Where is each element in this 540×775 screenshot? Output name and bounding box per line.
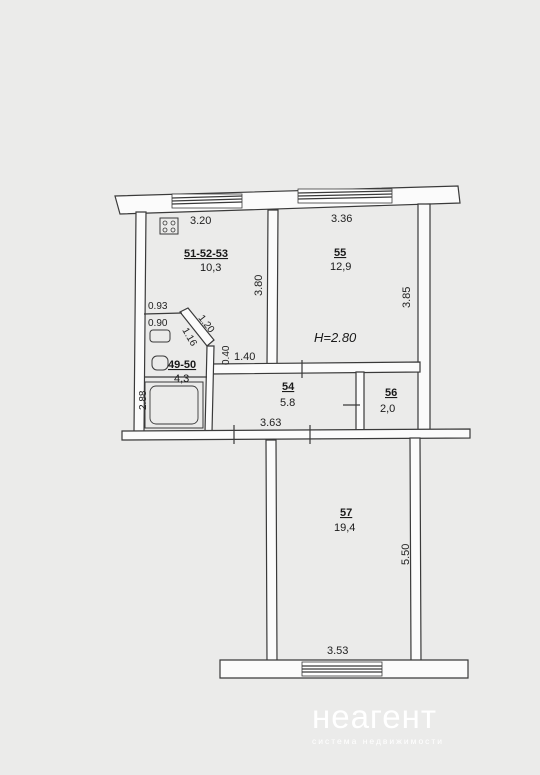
- dim-kitchen-depth: 3.80: [253, 275, 265, 296]
- dim-room55-width: 3.36: [331, 213, 352, 225]
- dim-room55-depth: 3.85: [401, 287, 413, 308]
- stove-icon: [159, 217, 179, 235]
- dim-bath-depth: 2.88: [138, 390, 149, 410]
- bathtub-icon: [144, 381, 204, 429]
- room-area-57: 19,4: [334, 522, 355, 534]
- sink-icon: [149, 329, 171, 343]
- watermark-tagline: система недвижимости: [312, 736, 445, 746]
- room-area-55: 12,9: [330, 261, 351, 273]
- partition-hallway-top: [209, 361, 421, 375]
- window-room-57: [301, 661, 383, 677]
- room-number-55: 55: [334, 247, 346, 259]
- window-room-55: [297, 188, 393, 204]
- bathroom-partition: [143, 312, 183, 315]
- room-area-56: 2,0: [380, 403, 395, 415]
- dim-bath-inner: 0.90: [148, 318, 168, 329]
- room-area-kitchen: 10,3: [200, 262, 221, 274]
- dim-hall-width: 1.40: [234, 351, 255, 363]
- ceiling-height: H=2.80: [314, 330, 357, 345]
- closet-wall: [355, 371, 365, 433]
- room-number-57: 57: [340, 507, 352, 519]
- dim-room57-depth: 5.50: [400, 544, 412, 565]
- partition-kitchen-room55: [266, 209, 279, 367]
- bathroom-vertical-wall: [204, 345, 215, 433]
- watermark-logo: неагент: [312, 698, 437, 735]
- watermark: неагент система недвижимости: [312, 698, 512, 747]
- middle-long-wall: [121, 428, 471, 441]
- room-area-bath: 4,3: [174, 373, 189, 385]
- dim-wall: 0.40: [221, 345, 232, 365]
- room-number-54: 54: [282, 381, 295, 393]
- room57-left-wall: [265, 439, 278, 663]
- right-exterior-wall-upper: [417, 203, 431, 433]
- room-number-kitchen: 51-52-53: [184, 248, 228, 260]
- window-kitchen: [171, 193, 243, 209]
- dim-bath-width: 0.93: [148, 301, 168, 312]
- dim-hall-length: 3.63: [260, 417, 281, 429]
- dim-kitchen-width: 3.20: [190, 215, 211, 227]
- room-number-56: 56: [385, 387, 397, 399]
- bathroom-diagonal-wall: [179, 307, 215, 347]
- room-area-54: 5.8: [280, 397, 295, 409]
- room-number-bath: 49-50: [168, 359, 196, 371]
- toilet-icon: [151, 355, 169, 371]
- dim-room57-width: 3.53: [327, 645, 348, 657]
